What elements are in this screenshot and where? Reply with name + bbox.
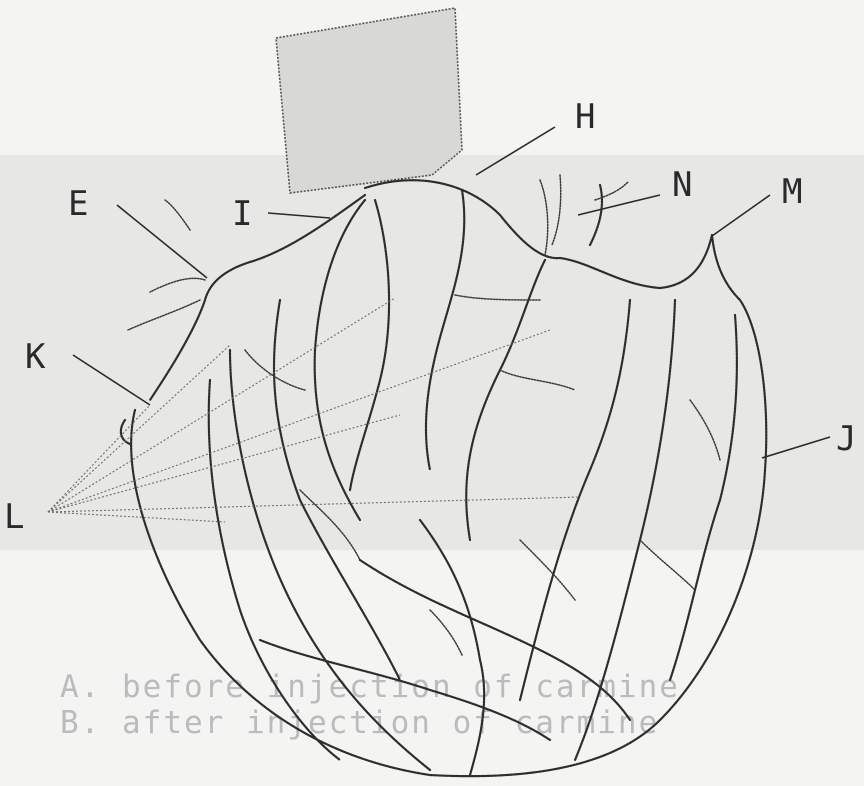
label-I: I bbox=[232, 194, 252, 234]
aorta-stump bbox=[276, 8, 462, 193]
label-E: E bbox=[68, 184, 88, 224]
label-K: K bbox=[25, 337, 46, 377]
bleed-through-line-2: B. after injection of carmine bbox=[60, 705, 659, 741]
label-L: L bbox=[4, 497, 24, 537]
label-J: J bbox=[836, 419, 856, 459]
label-H: H bbox=[575, 97, 595, 137]
label-N: N bbox=[672, 165, 692, 205]
label-M: M bbox=[782, 172, 802, 212]
bleed-through-line-1: A. before injection of carmine bbox=[60, 669, 680, 705]
